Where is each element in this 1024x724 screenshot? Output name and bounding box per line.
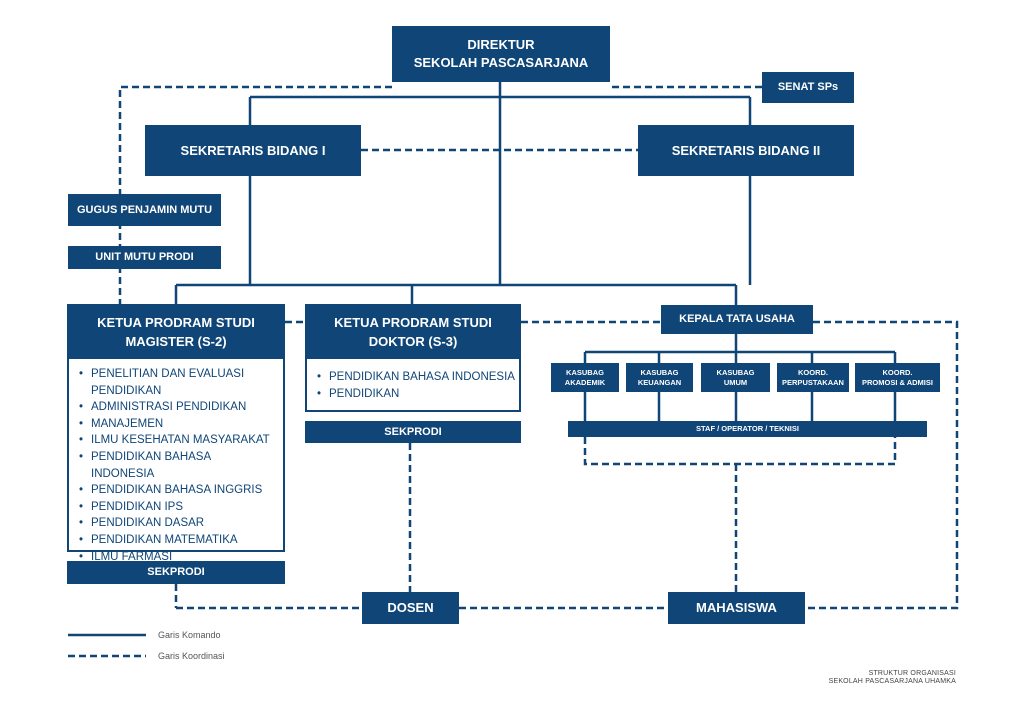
unit-line1: KOORD. [798,367,828,377]
magister-program-list: PENELITIAN DAN EVALUASI PENDIDIKAN ADMIN… [69,366,271,565]
dosen-label: DOSEN [387,600,434,616]
doktor-program-list: PENDIDIKAN BAHASA INDONESIA PENDIDIKAN [307,369,519,402]
list-item: PENDIDIKAN [317,386,519,403]
unit-line2: UMUM [723,377,748,387]
director-title: DIREKTUR [467,37,535,53]
unit-line1: KASUBAG [640,367,679,377]
director-box: DIREKTUR SEKOLAH PASCASARJANA [392,26,610,82]
unit-mutu-box: UNIT MUTU PRODI [68,246,221,269]
unit-kasubag-umum: KASUBAG UMUM [701,363,770,392]
list-item: PENDIDIKAN IPS [79,499,271,516]
unit-line1: KASUBAG [566,367,604,377]
unit-mutu-label: UNIT MUTU PRODI [95,251,194,264]
doktor-box: KETUA PRODRAM STUDI DOKTOR (S-3) PENDIDI… [305,304,521,412]
footer-caption: STRUKTUR ORGANISASI SEKOLAH PASCASARJANA… [829,670,956,686]
kepala-tu-label: KEPALA TATA USAHA [679,313,795,326]
unit-line1: KOORD. [882,367,913,377]
senat-coordination [118,85,392,304]
gugus-box: GUGUS PENJAMIN MUTU [68,194,221,226]
list-item: PENDIDIKAN DASAR [79,515,271,532]
doktor-title: KETUA PRODRAM STUDI [334,315,492,331]
list-item: PENDIDIKAN MATEMATIKA [79,532,271,549]
staf-label: STAF / OPERATOR / TEKNISI [696,423,799,433]
unit-koord-promosi: KOORD. PROMOSI & ADMISI [855,363,940,392]
footer-line1: STRUKTUR ORGANISASI [868,670,956,677]
gugus-label: GUGUS PENJAMIN MUTU [76,203,213,216]
sekretaris-1-label: SEKRETARIS BIDANG I [180,142,326,158]
unit-koord-perpustakaan: KOORD. PERPUSTAKAAN [777,363,849,392]
doktor-sekprodi-label: SEKPRODI [384,425,442,438]
staf-box: STAF / OPERATOR / TEKNISI [568,421,927,437]
unit-line2: PROMOSI & ADMISI [862,377,933,387]
doktor-header: KETUA PRODRAM STUDI DOKTOR (S-3) [307,306,519,359]
legend-solid-label: Garis Komando [158,630,221,640]
doktor-sekprodi-box: SEKPRODI [305,421,521,443]
magister-header: KETUA PRODRAM STUDI MAGISTER (S-2) [69,306,283,359]
list-item: ILMU FARMASI [79,549,271,566]
list-item: PENELITIAN DAN EVALUASI PENDIDIKAN [79,366,271,399]
unit-line2: KEUANGAN [637,377,682,387]
list-item: ADMINISTRASI PENDIDIKAN [79,399,271,416]
unit-line1: KASUBAG [716,367,755,377]
kepala-tu-box: KEPALA TATA USAHA [661,305,813,334]
magister-box: KETUA PRODRAM STUDI MAGISTER (S-2) PENEL… [67,304,285,565]
list-item: PENDIDIKAN BAHASA INGGRIS [79,482,271,499]
senat-box: SENAT SPs [762,72,854,103]
unit-line2: PERPUSTAKAAN [782,377,844,387]
list-item: PENDIDIKAN BAHASA INDONESIA [317,369,519,386]
unit-kasubag-akademik: KASUBAG AKADEMIK [551,363,619,392]
senat-label: SENAT SPs [777,81,839,94]
tu-mahasiswa-coordination [805,320,959,610]
list-item: ILMU KESEHATAN MASYARAKAT [79,432,271,449]
sekretaris-1-box: SEKRETARIS BIDANG I [145,125,361,176]
mahasiswa-label: MAHASISWA [696,600,777,616]
mahasiswa-box: MAHASISWA [668,592,805,624]
doktor-subtitle: DOKTOR (S-3) [368,333,458,349]
magister-sekprodi-label: SEKPRODI [147,566,205,579]
unit-line2: AKADEMIK [564,377,606,387]
footer-line2: SEKOLAH PASCASARJANA UHAMKA [828,678,956,686]
dosen-box: DOSEN [362,592,459,624]
magister-subtitle: MAGISTER (S-2) [125,333,227,349]
legend-dashed-label: Garis Koordinasi [158,651,225,661]
sekretaris-2-label: SEKRETARIS BIDANG II [671,142,821,158]
director-subtitle: SEKOLAH PASCASARJANA [413,55,589,70]
list-item: PENDIDIKAN BAHASA INDONESIA [79,449,271,482]
unit-kasubag-keuangan: KASUBAG KEUANGAN [626,363,693,392]
magister-title: KETUA PRODRAM STUDI [97,315,255,331]
sekretaris-2-box: SEKRETARIS BIDANG II [638,125,854,176]
list-item: MANAJEMEN [79,416,271,433]
staf-bracket [583,437,897,466]
magister-sekprodi-box: SEKPRODI [67,561,285,584]
